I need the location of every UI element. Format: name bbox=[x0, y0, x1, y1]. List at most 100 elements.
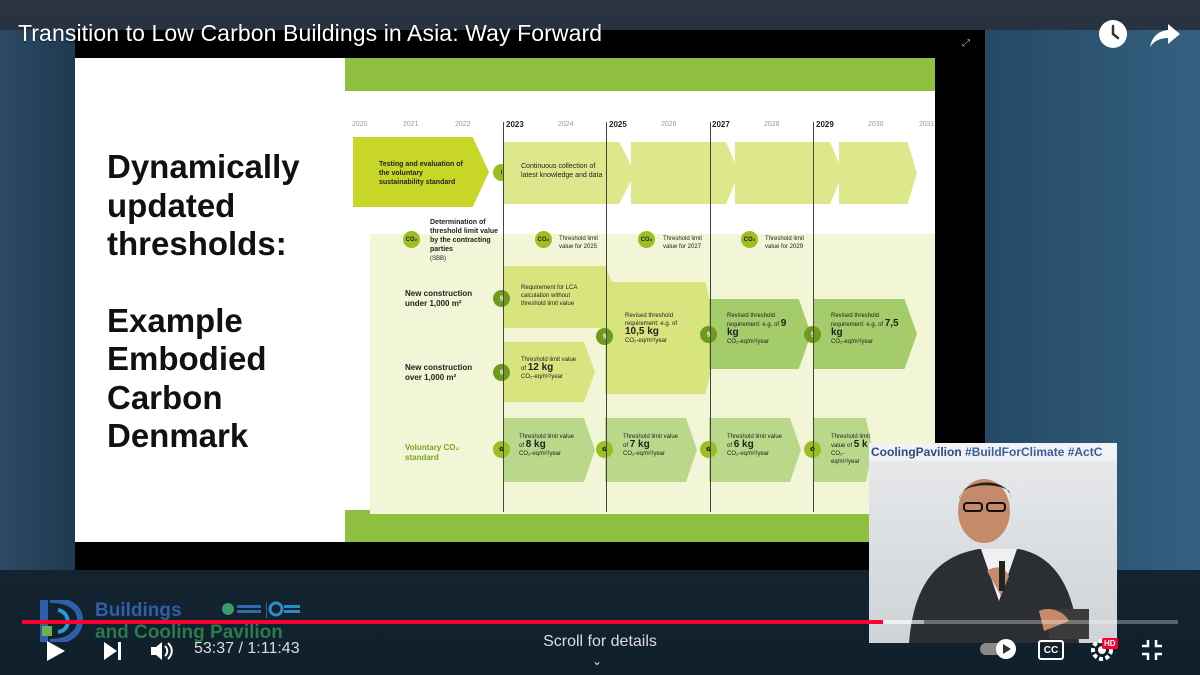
unit-text: CO₂-eq/m²/year bbox=[727, 451, 770, 457]
pip-banner-text: #ActC bbox=[1067, 445, 1103, 459]
slide-heading: Dynamically updated thresholds: Example … bbox=[107, 148, 337, 456]
progress-bar[interactable] bbox=[22, 620, 883, 624]
tl12-pre: Threshold limit value of bbox=[521, 357, 577, 372]
time-separator: / bbox=[234, 640, 248, 657]
year-label: 2027 bbox=[712, 120, 730, 129]
heading-line: Carbon bbox=[107, 378, 223, 416]
clock-icon[interactable] bbox=[1096, 17, 1130, 51]
autoplay-toggle-icon[interactable] bbox=[978, 637, 1020, 661]
chevron-down-icon[interactable]: ⌄ bbox=[592, 654, 603, 668]
revised-pre: Revised threshold requirement: e.g. of bbox=[831, 313, 884, 328]
row-label-over: New construction over 1,000 m² bbox=[405, 363, 473, 382]
revised-pre: Revised threshold requirement: e.g. of bbox=[727, 313, 780, 328]
player-controls bbox=[0, 630, 1200, 675]
unit-text: CO₂-eq/m²/year bbox=[831, 339, 874, 345]
co2-badge: CO₂ bbox=[638, 231, 655, 248]
timeline-arrow-2027 bbox=[735, 142, 843, 204]
slide-bottom-bar bbox=[345, 510, 935, 542]
row-label-under: New construction under 1,000 m² bbox=[405, 289, 473, 308]
presentation-slide: Dynamically updated thresholds: Example … bbox=[75, 58, 935, 542]
vol-2025-value: 7 kg bbox=[629, 439, 650, 450]
revised-2029-text: Revised threshold requirement: e.g. of 7… bbox=[831, 312, 901, 346]
testing-text: Testing and evaluation of the voluntary … bbox=[379, 161, 463, 186]
voluntary-badge: ✿ bbox=[804, 441, 821, 458]
threshold-2029-text: Threshold limit value for 2029 bbox=[765, 236, 805, 250]
year-label: 2024 bbox=[558, 121, 574, 128]
section-badge: § bbox=[493, 364, 510, 381]
vol-2027-text: Threshold limit value of 6 kg CO₂-eq/m²/… bbox=[727, 433, 787, 458]
lca-text: Requirement for LCA calculation without … bbox=[521, 285, 578, 307]
volume-icon[interactable] bbox=[148, 638, 176, 664]
revised-2029-value: 7,5 kg bbox=[831, 318, 899, 338]
revised-arrow-2029 bbox=[813, 299, 917, 369]
pip-banner-text: #BuildForClimate bbox=[965, 445, 1065, 459]
vol-pre: Threshold limit value of bbox=[831, 434, 871, 449]
threshold-2027-text: Threshold limit value for 2027 bbox=[663, 236, 703, 250]
revised-arrow-2027 bbox=[709, 299, 811, 369]
year-divider bbox=[503, 122, 504, 512]
voluntary-badge: ✿ bbox=[700, 441, 717, 458]
co2-badge: CO₂ bbox=[403, 231, 420, 248]
section-badge: § bbox=[700, 326, 717, 343]
unit-text: CO₂-eq/m²/year bbox=[519, 451, 562, 457]
continuous-text: Continuous collection of latest knowledg… bbox=[521, 163, 603, 179]
pip-hashtag-banner: CoolingPavilion #BuildForClimate #ActC bbox=[869, 443, 1117, 461]
voluntary-arrow-2025 bbox=[605, 418, 697, 482]
tl12-arrow bbox=[503, 342, 595, 402]
revised-2027-text: Revised threshold requirement: e.g. of 9… bbox=[727, 312, 797, 346]
voluntary-badge: ✿ bbox=[596, 441, 613, 458]
continuous-arrow bbox=[503, 142, 635, 204]
voluntary-badge: ✿ bbox=[493, 441, 510, 458]
time-display: 53:37 / 1:11:43 bbox=[194, 640, 300, 658]
voluntary-arrow-2023 bbox=[503, 418, 595, 482]
testing-arrow bbox=[353, 137, 489, 207]
vol-2029-value: 5 k bbox=[853, 439, 868, 450]
section-badge: § bbox=[493, 290, 510, 307]
exit-fullscreen-icon[interactable] bbox=[1140, 638, 1164, 662]
year-label: 2025 bbox=[609, 120, 627, 129]
tl12-value: 12 kg bbox=[527, 362, 554, 373]
unit-text: CO₂-eq/m²/year bbox=[623, 451, 666, 457]
year-label: 2020 bbox=[352, 121, 368, 128]
row-label-voluntary: Voluntary CO₂ standard bbox=[405, 443, 460, 462]
year-divider bbox=[710, 122, 711, 512]
slide-top-bar bbox=[345, 58, 935, 91]
vol-pre: Threshold limit value of bbox=[623, 434, 679, 449]
year-label: 2030 bbox=[868, 121, 884, 128]
section-badge: § bbox=[804, 326, 821, 343]
revised-pre: Revised threshold requirement: e.g. of bbox=[625, 313, 678, 327]
play-icon[interactable] bbox=[42, 638, 68, 664]
heading-line: updated bbox=[107, 186, 236, 224]
projection-screen: Dynamically updated thresholds: Example … bbox=[75, 30, 985, 570]
co2-badge: CO₂ bbox=[535, 231, 552, 248]
timeline-arrow-2025 bbox=[631, 142, 739, 204]
next-icon[interactable] bbox=[100, 638, 126, 664]
vol-2027-value: 6 kg bbox=[733, 439, 754, 450]
partner-logos bbox=[222, 601, 300, 618]
cc-icon[interactable]: CC bbox=[1038, 640, 1064, 660]
heading-line: Denmark bbox=[107, 417, 249, 454]
year-label: 2021 bbox=[403, 121, 419, 128]
heading-line: Embodied bbox=[107, 340, 267, 377]
pavilion-name-line: and Cooling Pavilion bbox=[95, 622, 283, 643]
unit-text: CO₂-eq/m²/year bbox=[521, 374, 564, 380]
stage-backdrop-left bbox=[0, 30, 75, 570]
heading-line: Example bbox=[107, 301, 243, 339]
voluntary-arrow-2029 bbox=[813, 418, 873, 482]
vol-2023-value: 8 kg bbox=[525, 439, 546, 450]
pavilion-name: Buildings and Cooling Pavilion bbox=[95, 600, 283, 644]
duration: 1:11:43 bbox=[247, 640, 300, 657]
year-divider bbox=[606, 122, 607, 512]
year-label: 2028 bbox=[764, 121, 780, 128]
revised-2027-value: 9 kg bbox=[727, 318, 787, 338]
year-label: 2031 bbox=[919, 121, 935, 128]
share-arrow-icon[interactable] bbox=[1148, 17, 1182, 51]
heading-line: Dynamically bbox=[107, 148, 300, 185]
tl12-text: Threshold limit value of 12 kg CO₂-eq/m²… bbox=[521, 356, 579, 381]
video-title[interactable]: Transition to Low Carbon Buildings in As… bbox=[18, 20, 603, 46]
determination-text: Determination of threshold limit value b… bbox=[430, 219, 499, 253]
scroll-for-details[interactable]: Scroll for details bbox=[543, 633, 657, 650]
screen-expand-icon: ⤢ bbox=[962, 38, 970, 49]
unit-text: CO₂-eq/m²/year bbox=[625, 338, 668, 344]
